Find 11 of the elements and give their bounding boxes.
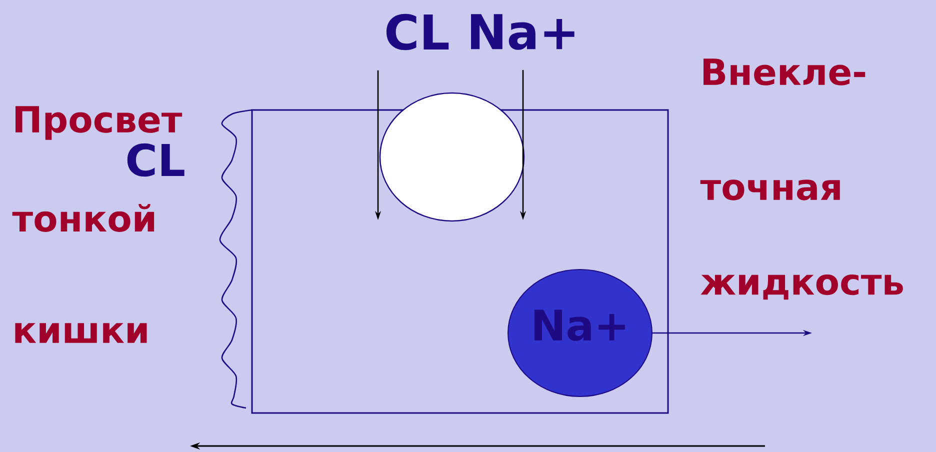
label-text: CL [127, 143, 184, 177]
carrier-circle [379, 92, 525, 222]
label-text: кишки [15, 323, 147, 343]
label-text: тонкой [12, 204, 154, 232]
ion-label: CL [386, 14, 449, 50]
label-text: жидкость [700, 274, 903, 300]
label-text: Просвет [16, 106, 182, 140]
ion-label: Na+ [471, 14, 574, 50]
label-text: точная [700, 180, 840, 200]
cell-rectangle [251, 109, 669, 414]
label-text: Внекле- [704, 58, 866, 86]
